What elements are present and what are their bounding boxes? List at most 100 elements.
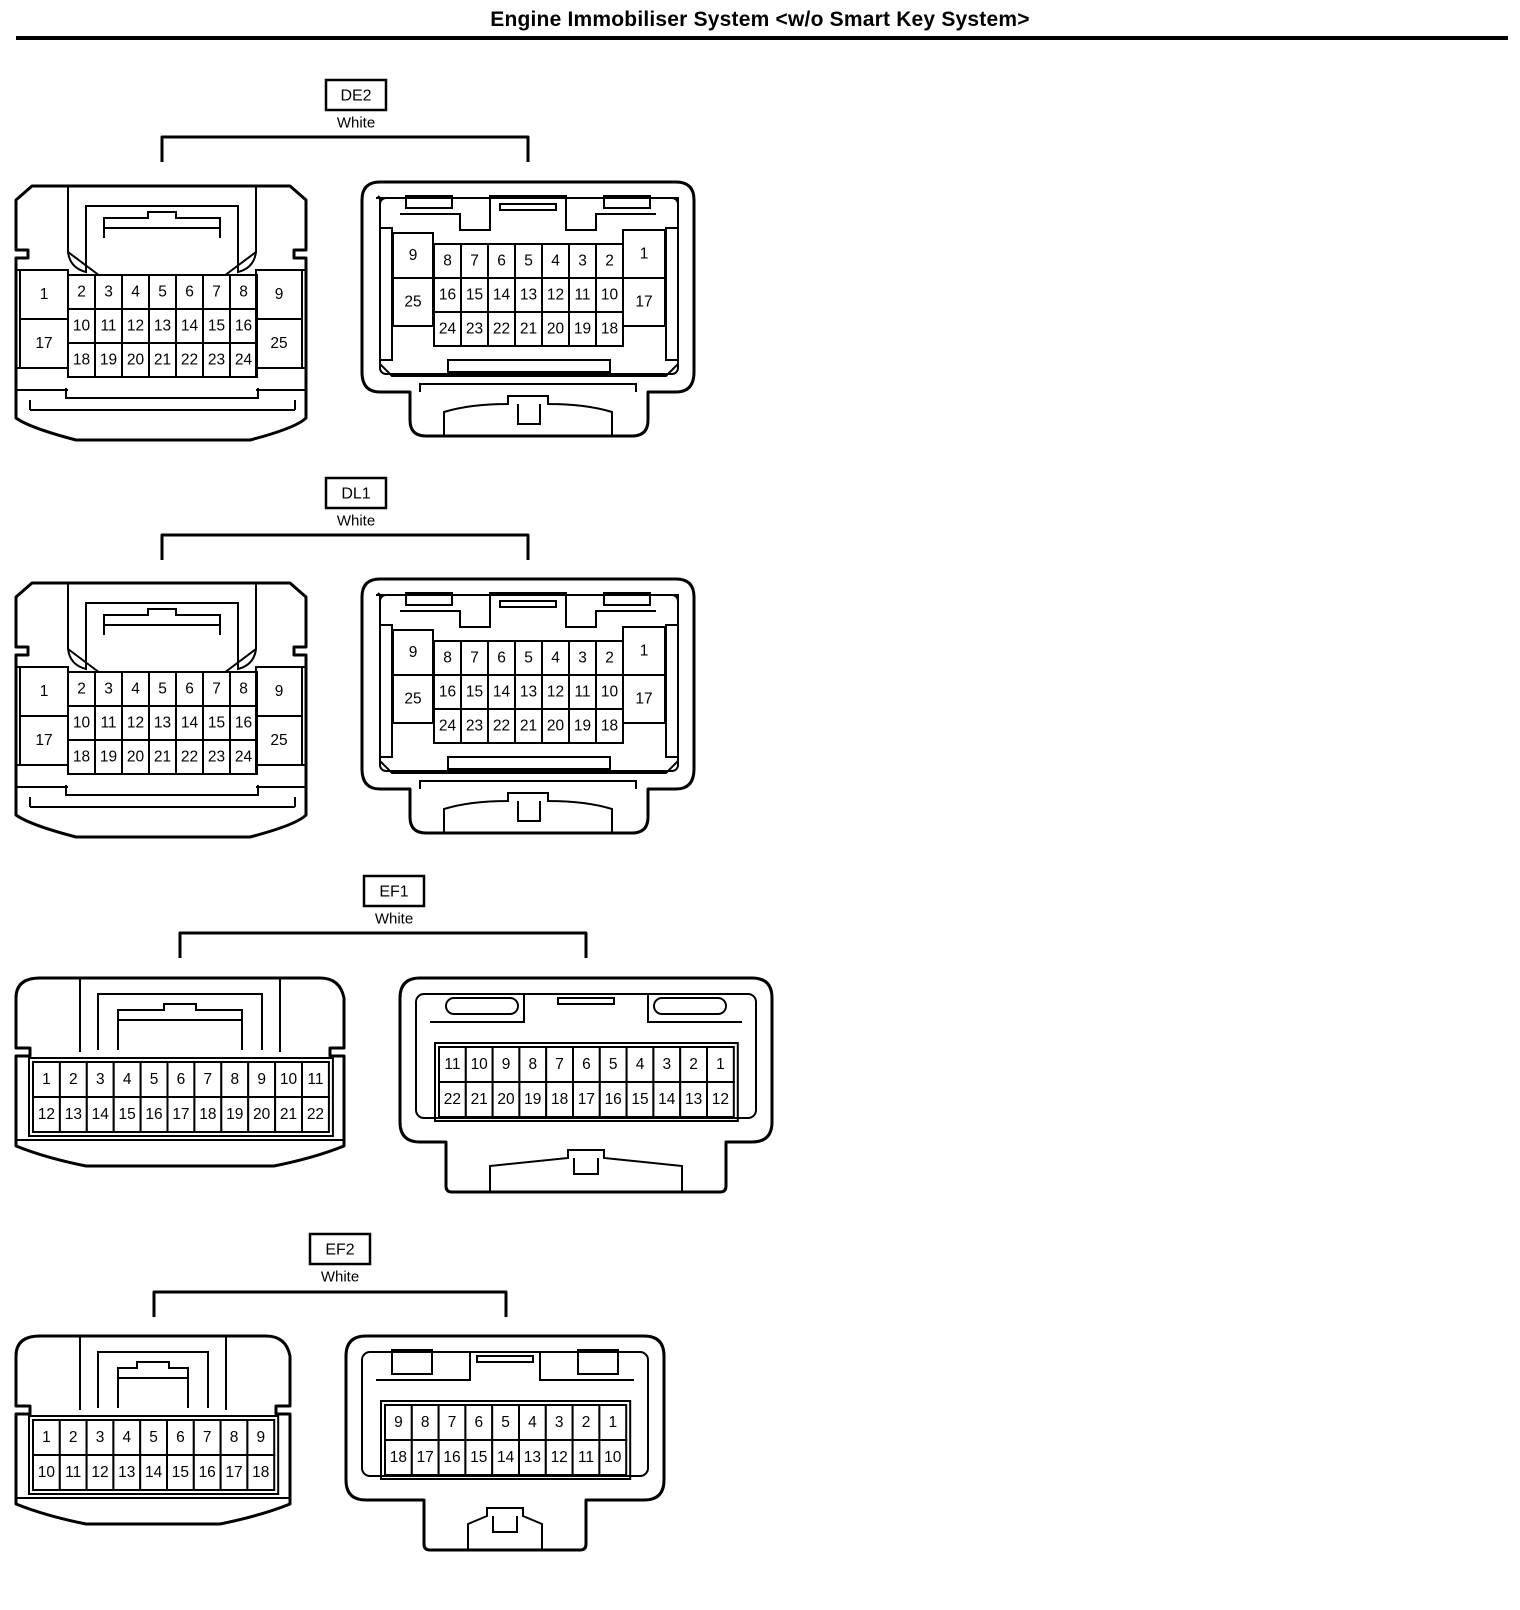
pin-label: 10 — [601, 684, 619, 701]
pin-cell — [192, 1454, 222, 1491]
pin-cell — [85, 1419, 115, 1456]
pin-label: 23 — [208, 749, 225, 766]
frame-edge — [223, 251, 257, 277]
latch — [117, 1361, 189, 1408]
pin-label: 22 — [444, 1091, 461, 1108]
pin-label: 8 — [239, 284, 248, 301]
pin-block — [67, 274, 257, 378]
connector-code: EF2 — [325, 1242, 354, 1259]
lock-tab — [489, 1149, 683, 1192]
pin-label: 25 — [404, 294, 421, 311]
pin-cell — [32, 1419, 61, 1456]
pin-cell — [568, 708, 597, 744]
pin-cell — [121, 739, 150, 775]
latch — [499, 600, 557, 608]
pin-label: 13 — [520, 287, 537, 304]
pin-label: 20 — [547, 321, 565, 338]
pin-label: 17 — [35, 335, 52, 352]
pin-label: 1 — [608, 1414, 617, 1431]
pin-cell — [32, 1096, 61, 1133]
pin-label: 9 — [275, 683, 284, 700]
pin-label: 16 — [439, 684, 456, 701]
latch — [557, 997, 615, 1005]
pin-cell — [514, 311, 543, 347]
pin-cell — [148, 342, 177, 378]
pin-label: 8 — [239, 681, 248, 698]
pin-cell — [32, 1061, 61, 1098]
pin-cell — [438, 1081, 467, 1118]
pin-block — [28, 1057, 334, 1137]
pin-label: 8 — [443, 253, 452, 270]
lock-frame — [79, 978, 281, 1052]
pin-label: 2 — [582, 1414, 591, 1431]
pin-block — [380, 1400, 632, 1480]
pin-label: 24 — [439, 718, 457, 735]
base-lines — [29, 785, 296, 807]
pin-label: 11 — [65, 1464, 81, 1481]
connector-housing — [360, 180, 696, 438]
pin-label: 7 — [212, 681, 221, 698]
pin-cell — [32, 1454, 61, 1491]
pin-block — [28, 1415, 280, 1495]
pin-label: 24 — [235, 352, 253, 369]
pin-cell — [652, 1081, 682, 1118]
pin-label: 15 — [470, 1449, 487, 1466]
frame-edge — [67, 251, 101, 277]
connector-code-box — [362, 874, 426, 908]
connector-code-box — [308, 1232, 372, 1266]
pin-label: 9 — [257, 1071, 266, 1088]
pin-label: 4 — [551, 650, 560, 667]
pin-cell — [464, 1404, 494, 1441]
lock-tab — [517, 801, 541, 822]
pin-cell — [166, 1061, 196, 1098]
pin-label: 6 — [474, 1414, 483, 1431]
pin-label: 14 — [181, 318, 199, 335]
pin-label: 10 — [38, 1464, 56, 1481]
pin-cell — [112, 1061, 142, 1098]
base-lines — [16, 389, 306, 411]
pin-label: 1 — [42, 1071, 51, 1088]
pin-label: 3 — [104, 284, 113, 301]
pin-label: 10 — [280, 1071, 298, 1088]
pin-label: 17 — [225, 1464, 242, 1481]
pin-label: 3 — [96, 1071, 105, 1088]
pin-label: 18 — [252, 1464, 269, 1481]
inner-shell — [379, 197, 679, 375]
pin-label: 12 — [127, 715, 144, 732]
pin-label: 21 — [520, 321, 537, 338]
pin-label: 7 — [212, 284, 221, 301]
pin-label: 1 — [716, 1056, 725, 1073]
pin-label: 20 — [253, 1106, 271, 1123]
pin-label: 9 — [256, 1429, 265, 1446]
pin-cell — [464, 1439, 494, 1476]
pin-label: 9 — [275, 286, 284, 303]
pin-label: 5 — [501, 1414, 510, 1431]
pin-cell — [19, 666, 69, 717]
pin-label: 5 — [158, 284, 167, 301]
pin-label: 10 — [601, 287, 619, 304]
pin-block — [434, 1042, 739, 1122]
pin-label: 12 — [547, 684, 564, 701]
pin-cell — [139, 1096, 169, 1133]
connector-code: DL1 — [341, 486, 370, 503]
pin-cell — [598, 1439, 628, 1476]
pin-label: 9 — [409, 644, 418, 661]
pin-label: 11 — [307, 1071, 323, 1088]
pin-label: 6 — [582, 1056, 591, 1073]
connector-color: White — [375, 911, 413, 928]
pin-label: 1 — [42, 1429, 51, 1446]
latch — [117, 1003, 243, 1050]
pin-label: 17 — [635, 691, 652, 708]
pin-cell — [166, 1096, 196, 1133]
connector-color: White — [337, 115, 375, 132]
pin-label: 4 — [123, 1071, 132, 1088]
pin-label: 10 — [73, 318, 91, 335]
pin-cell — [85, 1454, 115, 1491]
inner-shell — [379, 594, 679, 772]
base-slot — [447, 756, 611, 770]
pin-label: 12 — [127, 318, 144, 335]
pin-label: 20 — [127, 749, 145, 766]
connector-bracket — [152, 1290, 508, 1317]
